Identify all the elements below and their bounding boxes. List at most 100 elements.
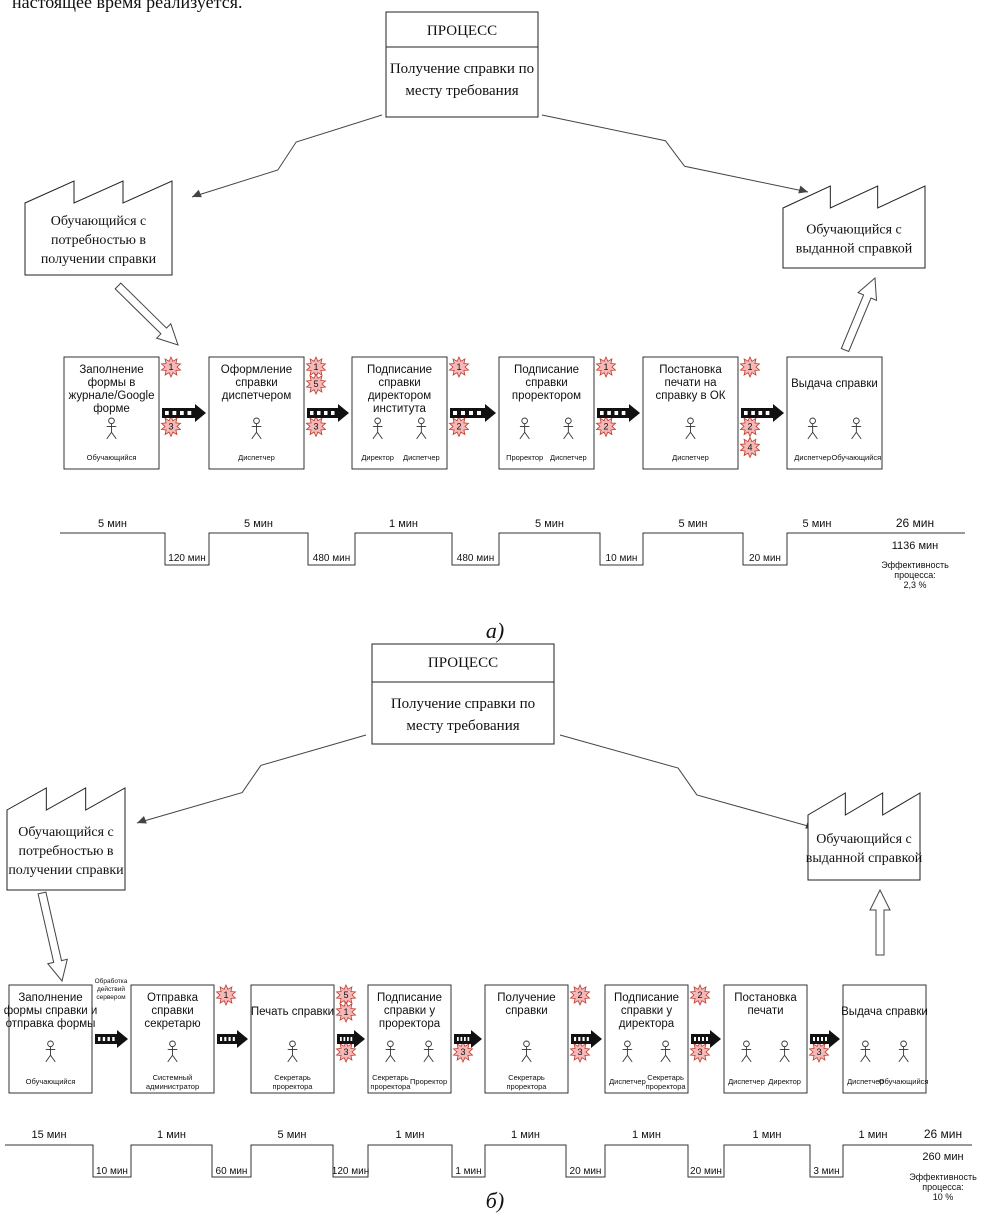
actor-label: Диспетчер xyxy=(794,453,831,462)
push-arrow-icon xyxy=(307,404,349,422)
process-header: ПРОЦЕСС xyxy=(427,23,497,39)
step-title: справки xyxy=(378,377,420,389)
kaizen-burst-icon: 3 xyxy=(808,1041,830,1063)
kaizen-burst-label: 3 xyxy=(313,421,318,431)
step-title: Отправка xyxy=(147,992,199,1004)
kaizen-burst-icon: 3 xyxy=(569,1041,591,1063)
wait-time: 10 мин xyxy=(606,553,638,564)
step-title: Выдача справки xyxy=(841,1006,928,1018)
step-title: справки xyxy=(505,1005,547,1017)
person-icon xyxy=(251,417,262,440)
kaizen-burst-label: 1 xyxy=(168,362,173,372)
kaizen-burst-label: 3 xyxy=(168,421,173,431)
step-title: справки xyxy=(525,377,567,389)
factory-label: Обучающийся с xyxy=(806,223,902,238)
person-icon xyxy=(685,417,696,440)
push-arrow-icon xyxy=(162,404,206,422)
push-arrow-icon xyxy=(691,1030,721,1048)
push-arrow-icon xyxy=(450,404,496,422)
kaizen-burst-icon: 3 xyxy=(335,1041,357,1063)
process-efficiency: Эффективность xyxy=(881,560,949,570)
process-time: 1 мин xyxy=(753,1129,782,1141)
panel-label: а) xyxy=(486,618,504,643)
step-title: института xyxy=(373,403,426,415)
step-title: справки xyxy=(235,377,277,389)
process-efficiency: 10 % xyxy=(933,1192,954,1202)
actor-label: Директор xyxy=(768,1077,801,1086)
process-time: 1 мин xyxy=(157,1129,186,1141)
kaizen-burst-label: 4 xyxy=(747,442,752,452)
kaizen-burst-label: 1 xyxy=(313,362,318,372)
server-note: действий xyxy=(97,985,125,993)
actor-label: Проректор xyxy=(506,453,543,462)
factory-label: выданной справкой xyxy=(796,242,913,257)
step-title: Получение xyxy=(497,992,555,1004)
kaizen-burst-icon: 3 xyxy=(160,415,182,438)
step-title: Заполнение xyxy=(79,364,143,376)
factory-label: Обучающийся с xyxy=(51,214,147,229)
push-arrow-icon xyxy=(95,1030,128,1048)
actor-label: администратор xyxy=(146,1082,199,1091)
wait-time: 120 мин xyxy=(332,1166,369,1177)
person-icon xyxy=(741,1040,752,1063)
kaizen-burst-label: 1 xyxy=(603,362,608,372)
kaizen-burst-label: 2 xyxy=(577,990,582,1000)
step-title: справки xyxy=(151,1005,193,1017)
step-title: диспетчером xyxy=(222,390,292,402)
info-flow-arrow xyxy=(541,114,809,194)
step-title: проректором xyxy=(512,390,581,402)
shipment-arrow-icon xyxy=(840,276,878,353)
kaizen-burst-label: 3 xyxy=(460,1047,465,1057)
total-process-time: 26 мин xyxy=(924,1127,962,1141)
actor-label: проректора xyxy=(646,1082,687,1091)
kaizen-burst-icon: 2 xyxy=(569,984,591,1006)
actor-label: Секретарь xyxy=(372,1073,409,1082)
actor-label: Директор xyxy=(361,453,394,462)
person-icon xyxy=(287,1040,298,1063)
step-title: Постановка xyxy=(659,364,722,376)
shipment-arrow-icon xyxy=(869,888,891,956)
panel-label: б) xyxy=(486,1188,504,1213)
kaizen-burst-icon: 3 xyxy=(452,1041,474,1063)
push-arrow-icon xyxy=(810,1030,840,1048)
factory-label: потребностью в xyxy=(18,844,113,859)
wait-time: 10 мин xyxy=(96,1166,128,1177)
wait-time: 1 мин xyxy=(455,1166,481,1177)
process-step: ОтправкасправкисекретарюСистемныйадминис… xyxy=(130,984,237,1094)
actor-label: Диспетчер xyxy=(609,1077,646,1086)
step-title: отправка формы xyxy=(6,1018,96,1030)
process-efficiency: Эффективность xyxy=(909,1172,977,1182)
process-header: ПРОЦЕСС xyxy=(428,655,498,671)
kaizen-burst-icon: 1 xyxy=(215,984,237,1006)
actor-label: проректора xyxy=(507,1082,548,1091)
person-icon xyxy=(416,417,427,440)
step-title: справку в ОК xyxy=(656,390,726,402)
push-arrow-icon xyxy=(454,1030,482,1048)
actor-label: проректора xyxy=(273,1082,314,1091)
process-title: месту требования xyxy=(406,718,519,734)
factory-label: выданной справкой xyxy=(806,851,923,866)
kaizen-burst-label: 5 xyxy=(343,990,348,1000)
process-time: 1 мин xyxy=(389,518,418,530)
actor-label: Диспетчер xyxy=(847,1077,884,1086)
person-icon xyxy=(167,1040,178,1063)
person-icon xyxy=(660,1040,671,1063)
process-efficiency: процесса: xyxy=(922,1182,963,1192)
person-icon xyxy=(563,417,574,440)
process-efficiency: процесса: xyxy=(894,570,935,580)
actor-label: Секретарь xyxy=(508,1073,545,1082)
wait-time: 3 мин xyxy=(813,1166,839,1177)
person-icon xyxy=(851,417,862,440)
kaizen-burst-label: 2 xyxy=(603,421,608,431)
person-icon xyxy=(521,1040,532,1063)
step-title: журнале/Google xyxy=(69,390,155,402)
